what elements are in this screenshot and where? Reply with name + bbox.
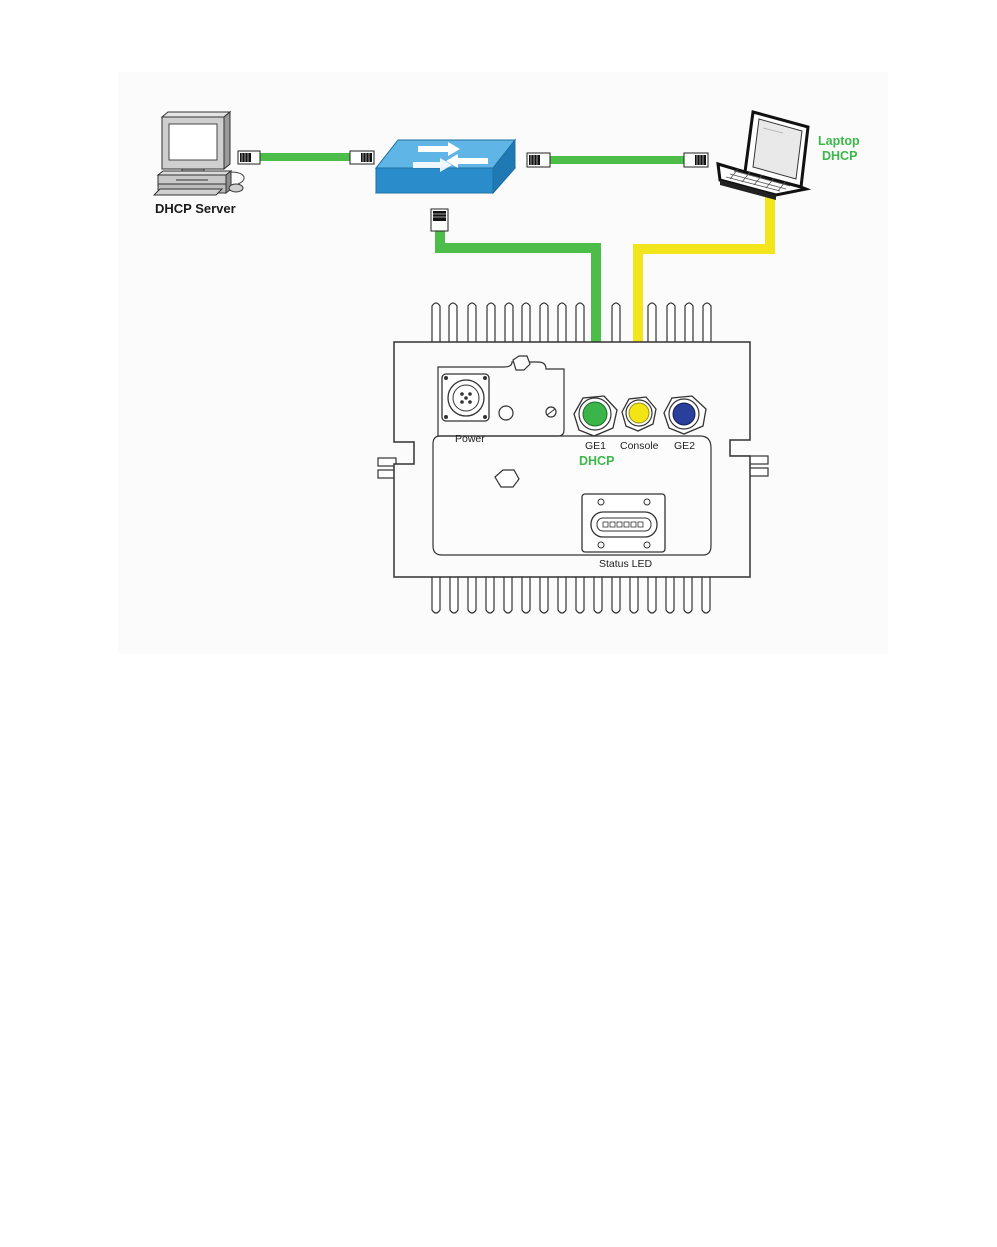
network-switch-icon — [376, 140, 515, 193]
ge1-dhcp-label: DHCP — [579, 455, 614, 468]
device-heatsink-top — [432, 303, 711, 342]
rj45-connector-switch-left — [350, 151, 374, 164]
power-label: Power — [455, 434, 485, 445]
laptop-label: Laptop — [818, 135, 860, 148]
ge2-label: GE2 — [674, 441, 695, 452]
laptop-icon — [718, 112, 808, 200]
rj45-connector-laptop — [684, 153, 708, 167]
cable-server-to-switch — [258, 153, 350, 161]
console-label: Console — [620, 441, 659, 452]
laptop-dhcp-label: DHCP — [822, 150, 857, 163]
power-connector — [442, 374, 489, 421]
desktop-computer-icon — [154, 112, 244, 195]
cable-switch-to-laptop — [550, 156, 686, 164]
rj45-connector-switch-right — [527, 153, 550, 167]
dhcp-server-label: DHCP Server — [155, 202, 236, 215]
device-heatsink-bottom — [432, 577, 710, 613]
device-chassis — [378, 342, 768, 577]
status-led-label: Status LED — [599, 559, 652, 570]
rj45-connector-switch-bottom — [431, 209, 448, 231]
network-diagram-figure: DHCP Server Laptop DHCP Power GE1 Consol… — [118, 72, 888, 654]
status-led-window — [582, 494, 665, 552]
diagram-canvas — [118, 72, 888, 654]
rj45-connector-server — [238, 151, 260, 164]
ge1-label: GE1 — [585, 441, 606, 452]
